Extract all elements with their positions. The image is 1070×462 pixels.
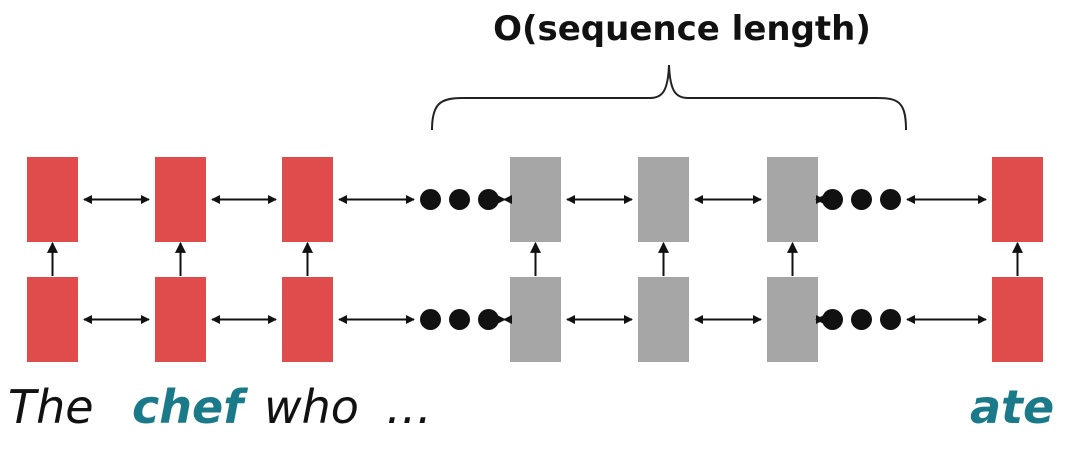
rnn-cells [27, 157, 1043, 362]
ellipsis-dot [851, 309, 872, 330]
active-cell [155, 277, 206, 362]
inactive-cell [767, 157, 818, 242]
inactive-cell [510, 157, 561, 242]
ellipsis-dot [420, 189, 441, 210]
ellipsis-dot [880, 309, 901, 330]
word-the: The [8, 380, 94, 434]
word-chef: chef [132, 380, 248, 434]
ellipsis-dot [822, 309, 843, 330]
active-cell [992, 157, 1043, 242]
ellipsis-dot [478, 189, 499, 210]
ellipsis-dot [822, 189, 843, 210]
rnn-connections [47, 195, 1023, 324]
active-cell [27, 157, 78, 242]
ellipsis-dot [880, 189, 901, 210]
word-ate: ate [970, 380, 1054, 434]
active-cell [27, 277, 78, 362]
active-cell [282, 277, 333, 362]
ellipsis-dot [478, 309, 499, 330]
inactive-cell [638, 277, 689, 362]
inactive-cell [638, 157, 689, 242]
ellipsis-dot [420, 309, 441, 330]
active-cell [992, 277, 1043, 362]
inactive-cell [510, 277, 561, 362]
diagram-title: O(sequence length) [493, 9, 871, 49]
ellipsis-dot [851, 189, 872, 210]
ellipsis-dot [449, 309, 470, 330]
ellipsis-dot [449, 189, 470, 210]
active-cell [155, 157, 206, 242]
word-who: who [264, 380, 359, 434]
inactive-cell [767, 277, 818, 362]
span-brace [431, 64, 907, 131]
active-cell [282, 157, 333, 242]
word-ellipsis: … [386, 380, 432, 434]
